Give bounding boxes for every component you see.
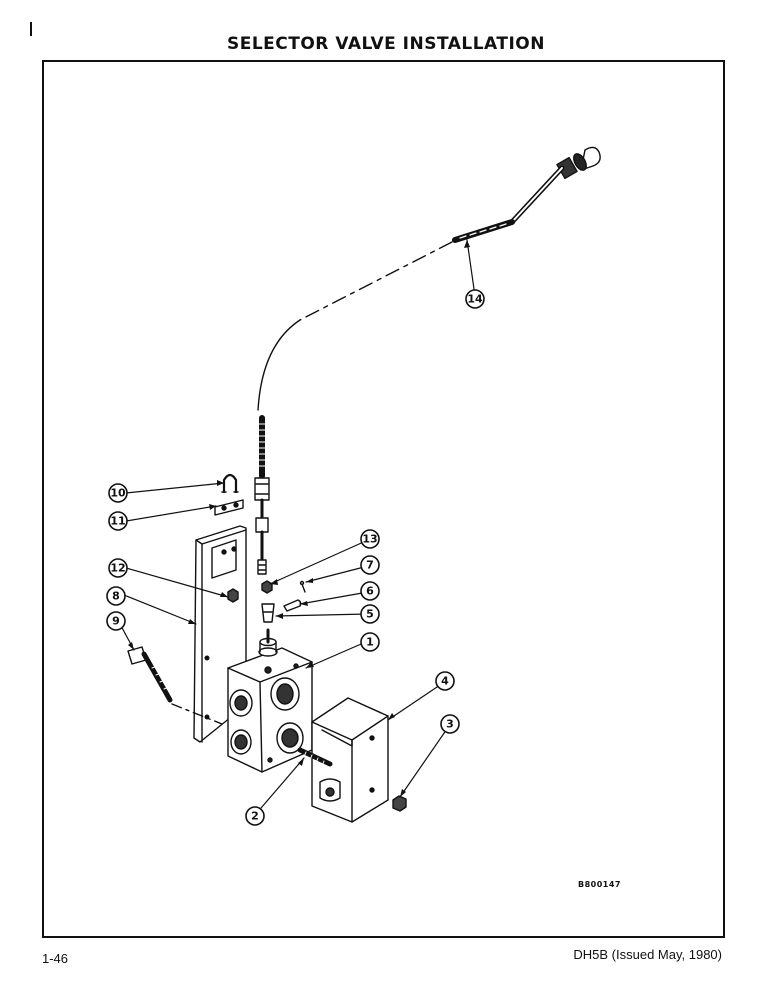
page-title: SELECTOR VALVE INSTALLATION	[226, 34, 545, 54]
selector-valve-body	[227, 628, 313, 773]
callout-13	[360, 529, 380, 549]
document-reference: DH5B (Issued May, 1980)	[573, 947, 722, 962]
bracket-nut	[227, 588, 239, 603]
leader-lines	[119, 239, 476, 816]
figure-frame	[42, 60, 725, 938]
svg-text:9: 9	[112, 615, 120, 628]
callout-7	[360, 555, 380, 575]
svg-text:3: 3	[446, 718, 454, 731]
mounting-bolt	[127, 646, 223, 725]
page-number: 1-46	[42, 951, 69, 966]
svg-text:1: 1	[366, 636, 374, 649]
svg-text:4: 4	[441, 675, 449, 688]
stud-and-nut	[297, 747, 407, 812]
svg-text:7: 7	[366, 559, 374, 572]
callout-10	[108, 483, 128, 503]
callout-3	[440, 714, 460, 734]
margin-mark	[30, 22, 32, 36]
svg-text:13: 13	[362, 533, 377, 546]
cover-bracket	[311, 697, 389, 823]
svg-text:11: 11	[110, 515, 125, 528]
svg-text:10: 10	[110, 487, 126, 500]
svg-text:5: 5	[366, 608, 374, 621]
control-cable	[254, 146, 601, 575]
svg-text:12: 12	[110, 562, 125, 575]
svg-text:2: 2	[251, 810, 259, 823]
callout-11	[108, 511, 128, 531]
callout-9	[106, 611, 126, 631]
callout-5	[360, 604, 380, 624]
leader-arrowheads	[128, 240, 470, 797]
figure-id: B800147	[578, 880, 621, 889]
callout-14	[465, 289, 485, 309]
svg-text:14: 14	[467, 293, 483, 306]
svg-text:6: 6	[366, 585, 374, 598]
cable-clamp	[214, 473, 244, 516]
callout-1	[360, 632, 380, 652]
callout-6	[360, 581, 380, 601]
callout-8	[106, 586, 126, 606]
svg-text:8: 8	[112, 590, 120, 603]
callout-balloons: 1 2 3 4 5 6 7 8 9 10 11 12 13 14	[106, 289, 485, 826]
callout-2	[245, 806, 265, 826]
callout-4	[435, 671, 455, 691]
callout-12	[108, 558, 128, 578]
